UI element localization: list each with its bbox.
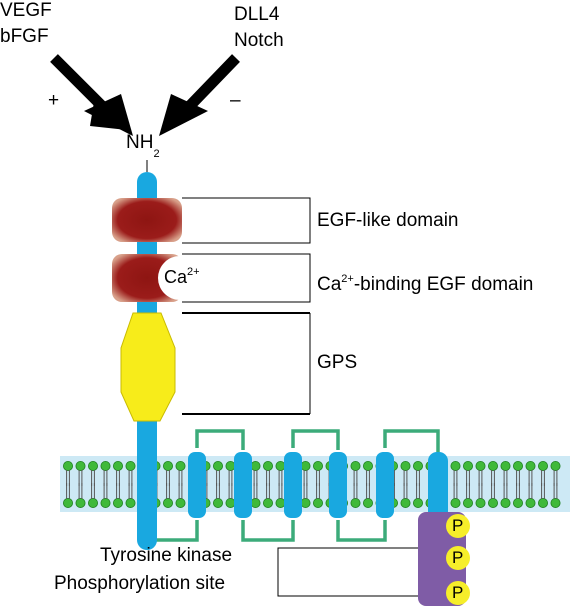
- inhibitor-dll4: DLL4: [234, 4, 280, 25]
- phosphorylation-sites: [446, 514, 470, 605]
- transmembrane-helices: [188, 452, 448, 528]
- egf-like-domain: [112, 198, 182, 242]
- inhibitory-arrow: [159, 54, 240, 136]
- gps-label: GPS: [317, 352, 358, 373]
- calcium-ion-label: Ca2+: [164, 266, 200, 288]
- stimulatory-arrow: [50, 54, 133, 136]
- ca-binding-egf-domain: [112, 254, 202, 302]
- phospho-p-2: P: [452, 548, 464, 567]
- phospho-p-3: P: [452, 583, 464, 602]
- stimulator-bfgf: bFGF: [0, 26, 49, 47]
- phospho-p-1: P: [452, 516, 464, 535]
- ca-binding-egf-domain-label: Ca2+-binding EGF domain: [317, 272, 534, 295]
- egf-like-domain-label: EGF-like domain: [317, 210, 459, 231]
- stimulator-vegf: VEGF: [0, 0, 52, 21]
- minus-sign: –: [230, 90, 241, 111]
- inhibitor-notch: Notch: [234, 30, 284, 51]
- domain-brackets: [182, 197, 418, 597]
- cell-membrane: [60, 456, 570, 512]
- phosphorylation-site-label: Phosphorylation site: [54, 573, 226, 594]
- gps-domain: [120, 312, 176, 422]
- transmembrane-loops: [145, 429, 440, 542]
- amino-terminus-label: NH2: [126, 132, 160, 160]
- plus-sign: +: [48, 90, 60, 111]
- tyrosine-kinase-label: Tyrosine kinase: [100, 545, 233, 566]
